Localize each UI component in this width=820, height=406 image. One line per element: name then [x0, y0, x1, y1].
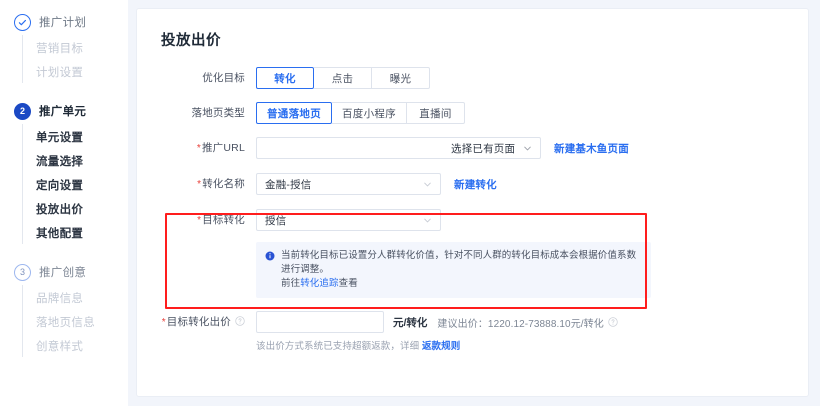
sidebar-step-group-2: 2 推广单元 单元设置 流量选择 定向设置 投放出价 其他配置 — [0, 98, 128, 250]
step-number-badge: 3 — [14, 263, 31, 281]
rebate-note-text: 该出价方式系统已支持超额返款，详细 — [256, 341, 422, 352]
required-marker: * — [197, 215, 202, 226]
info-icon — [265, 251, 275, 261]
sidebar-substeps-2: 单元设置 流量选择 定向设置 投放出价 其他配置 — [0, 124, 128, 250]
chevron-down-icon — [523, 144, 532, 153]
main-content: 投放出价 优化目标 转化 点击 曝光 落地页类型 — [128, 0, 820, 406]
sidebar-item-creative-style[interactable]: 创意样式 — [36, 341, 84, 353]
sidebar-item-delivery-bid[interactable]: 投放出价 — [36, 204, 84, 216]
sidebar-item-traffic-selection[interactable]: 流量选择 — [36, 156, 84, 168]
target-bid-label: *目标转化出价 — [159, 311, 256, 334]
form-row-info-banner: 当前转化目标已设置分人群转化价值，针对不同人群的转化目标成本会根据价值系数进行调… — [159, 242, 786, 298]
conversion-name-label-text: 转化名称 — [202, 178, 245, 190]
check-icon — [14, 13, 31, 31]
banner-text: 当前转化目标已设置分人群转化价值，针对不同人群的转化目标成本会根据价值系数进行调… — [281, 249, 641, 291]
target-conversion-label: *目标转化 — [159, 209, 256, 232]
promo-url-label-text: 推广URL — [201, 142, 245, 154]
sidebar-spacer-1 — [0, 89, 128, 98]
banner-line-2-prefix: 前往 — [281, 278, 301, 289]
create-jimuyu-page-link[interactable]: 新建基木鱼页面 — [554, 142, 629, 155]
sidebar-item-marketing-goal[interactable]: 营销目标 — [36, 43, 84, 55]
sidebar-step-label: 推广创意 — [39, 267, 87, 279]
sidebar-item-plan-settings[interactable]: 计划设置 — [36, 67, 84, 79]
sidebar-item-other-config[interactable]: 其他配置 — [36, 228, 84, 240]
sidebar-step-promotion-unit[interactable]: 2 推广单元 — [0, 98, 128, 124]
promo-url-input[interactable] — [256, 137, 443, 159]
sidebar-step-label: 推广计划 — [39, 17, 87, 29]
target-bid-label-text: 目标转化出价 — [166, 316, 231, 328]
optimize-goal-segmented[interactable]: 转化 点击 曝光 — [256, 67, 430, 89]
form-row-target-bid: *目标转化出价 元/转化 建议出价：1220.12-73888.10元/转化 — [159, 311, 786, 352]
form-row-conversion-name: *转化名称 金融-授信 新建转化 — [159, 173, 786, 196]
target-bid-field: 元/转化 建议出价：1220.12-73888.10元/转化 该出价方式系统已支… — [256, 311, 618, 352]
conversion-tracking-link[interactable]: 转化追踪 — [300, 278, 339, 289]
form-row-landing-type: 落地页类型 普通落地页 百度小程序 直播间 — [159, 102, 786, 124]
target-conversion-select-value: 授信 — [265, 214, 287, 227]
target-conversion-select[interactable]: 授信 — [256, 209, 441, 231]
conversion-name-field: 金融-授信 新建转化 — [256, 173, 497, 195]
segment-normal-landing-page[interactable]: 普通落地页 — [256, 102, 332, 124]
create-conversion-link[interactable]: 新建转化 — [454, 178, 497, 191]
sidebar-step-group-1: 推广计划 营销目标 计划设置 — [0, 9, 128, 89]
required-marker: * — [197, 179, 202, 190]
required-marker: * — [161, 317, 166, 328]
optimize-goal-label: 优化目标 — [202, 72, 245, 84]
promo-url-field: 选择已有页面 新建基木鱼页面 — [256, 137, 629, 159]
rebate-rules-link[interactable]: 返款规则 — [421, 341, 461, 352]
sidebar-step-label: 推广单元 — [39, 106, 87, 118]
rebate-note: 该出价方式系统已支持超额返款，详细 返款规则 — [256, 338, 460, 352]
sidebar-substeps-1: 营销目标 计划设置 — [0, 35, 128, 89]
conversion-name-label: *转化名称 — [159, 173, 256, 196]
conversion-value-info-banner: 当前转化目标已设置分人群转化价值，针对不同人群的转化目标成本会根据价值系数进行调… — [256, 242, 651, 298]
banner-line-1: 当前转化目标已设置分人群转化价值，针对不同人群的转化目标成本会根据价值系数进行调… — [281, 250, 637, 275]
landing-type-label: 落地页类型 — [191, 107, 245, 119]
bid-settings-card: 投放出价 优化目标 转化 点击 曝光 落地页类型 — [136, 8, 809, 397]
sidebar-step-group-3: 3 推广创意 品牌信息 落地页信息 创意样式 — [0, 259, 128, 363]
sidebar-item-landing-page-info[interactable]: 落地页信息 — [36, 317, 95, 329]
question-mark-icon[interactable] — [608, 317, 618, 327]
sidebar-step-promotion-plan[interactable]: 推广计划 — [0, 9, 128, 35]
sidebar-spacer-2 — [0, 250, 128, 259]
step-sidebar: 推广计划 营销目标 计划设置 2 推广单元 单元设置 流量选择 定向设置 投放出… — [0, 0, 128, 406]
target-bid-unit: 元/转化 — [393, 316, 428, 329]
segment-impression[interactable]: 曝光 — [372, 67, 430, 89]
banner-field: 当前转化目标已设置分人群转化价值，针对不同人群的转化目标成本会根据价值系数进行调… — [256, 242, 651, 298]
sidebar-item-unit-settings[interactable]: 单元设置 — [36, 132, 84, 144]
chevron-down-icon — [423, 180, 432, 189]
segment-live-room[interactable]: 直播间 — [407, 102, 465, 124]
landing-type-segmented[interactable]: 普通落地页 百度小程序 直播间 — [256, 102, 465, 124]
promo-url-label: *推广URL — [159, 137, 256, 160]
sidebar-step-promotion-creative[interactable]: 3 推广创意 — [0, 259, 128, 285]
target-conversion-field: 授信 — [256, 209, 441, 231]
sidebar-substeps-3: 品牌信息 落地页信息 创意样式 — [0, 285, 128, 363]
suggested-bid-hint: 建议出价：1220.12-73888.10元/转化 — [437, 318, 604, 330]
segment-conversion[interactable]: 转化 — [256, 67, 314, 89]
landing-type-field: 普通落地页 百度小程序 直播间 — [256, 102, 465, 124]
page-title: 投放出价 — [161, 33, 221, 49]
chevron-down-icon — [423, 216, 432, 225]
segment-click[interactable]: 点击 — [314, 67, 372, 89]
bid-form: 优化目标 转化 点击 曝光 落地页类型 普通落地页 — [159, 67, 786, 352]
existing-page-select-value: 选择已有页面 — [451, 142, 516, 155]
existing-page-select[interactable]: 选择已有页面 — [443, 137, 541, 159]
conversion-name-select[interactable]: 金融-授信 — [256, 173, 441, 195]
form-row-optimize-goal: 优化目标 转化 点击 曝光 — [159, 67, 786, 89]
banner-line-2-suffix: 查看 — [338, 278, 358, 289]
target-bid-input-group: 元/转化 建议出价：1220.12-73888.10元/转化 — [256, 311, 618, 333]
sidebar-item-targeting-settings[interactable]: 定向设置 — [36, 180, 84, 192]
target-bid-input[interactable] — [256, 311, 384, 333]
required-marker: * — [196, 143, 201, 154]
conversion-name-select-value: 金融-授信 — [265, 178, 312, 191]
sidebar-item-brand-info[interactable]: 品牌信息 — [36, 293, 84, 305]
form-row-promo-url: *推广URL 选择已有页面 新建基木鱼页面 — [159, 137, 786, 160]
segment-baidu-miniprogram[interactable]: 百度小程序 — [332, 102, 407, 124]
step-number-badge: 2 — [14, 102, 31, 120]
form-row-target-conversion: *目标转化 授信 — [159, 209, 786, 232]
optimize-goal-field: 转化 点击 曝光 — [256, 67, 430, 89]
target-conversion-label-text: 目标转化 — [202, 214, 245, 226]
question-mark-icon[interactable] — [235, 316, 245, 326]
